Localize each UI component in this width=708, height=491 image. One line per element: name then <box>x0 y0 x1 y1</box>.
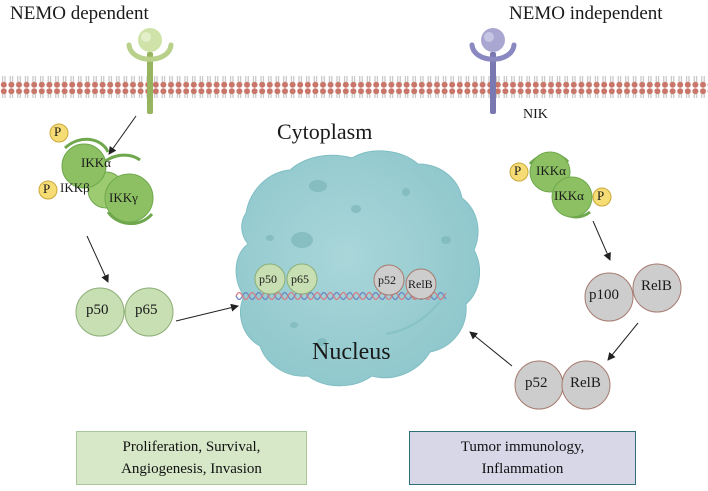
arrow-receptor-to-ikk <box>108 115 137 155</box>
outcome-right-line1: Tumor immunology, <box>460 439 585 455</box>
label-p65: p65 <box>135 302 158 318</box>
phospho-p-right-top: P <box>514 163 522 178</box>
label-nuclear-p65: p65 <box>291 272 309 286</box>
header-nemo-independent: NEMO independent <box>509 3 663 24</box>
dimer-p52-relb <box>514 360 611 410</box>
ikk-complex-right <box>509 151 612 219</box>
ikk-complex-left <box>38 123 154 225</box>
label-p50: p50 <box>86 302 109 318</box>
label-nuclear-p52: p52 <box>378 273 396 287</box>
label-relb-processed: RelB <box>570 375 601 391</box>
outcome-box-right: Tumor immunology, Inflammation <box>409 431 636 485</box>
label-p100: p100 <box>589 287 619 303</box>
nuclear-dimer-p52-relb <box>373 264 437 300</box>
outcome-left-line2: Angiogenesis, Invasion <box>121 461 262 477</box>
label-nik: NIK <box>523 107 548 122</box>
label-ikk-alpha-right-top: IKKα <box>536 163 566 178</box>
dimer-p100-relb <box>584 263 682 322</box>
label-nucleus: Nucleus <box>312 339 391 365</box>
label-p52: p52 <box>525 375 548 391</box>
label-nuclear-p50: p50 <box>259 272 277 286</box>
arrow-p52relb-to-nucleus <box>469 331 513 367</box>
arrow-ikk-to-p100 <box>592 220 611 261</box>
pathway-arrows <box>86 115 639 367</box>
green-receptor <box>126 28 174 114</box>
purple-receptor <box>469 28 517 114</box>
outcome-right-line2: Inflammation <box>481 461 564 477</box>
phospho-p-top-left: P <box>54 124 62 139</box>
plasma-membrane <box>0 76 708 98</box>
label-nuclear-relb: RelB <box>408 277 433 291</box>
outcome-box-left: Proliferation, Survival, Angiogenesis, I… <box>76 431 307 485</box>
arrow-p50p65-to-nucleus <box>175 303 239 322</box>
label-relb-precursor: RelB <box>641 278 672 294</box>
label-cytoplasm: Cytoplasm <box>277 119 373 144</box>
arrow-ikk-to-p50p65 <box>86 235 109 283</box>
outcome-left-line1: Proliferation, Survival, <box>122 439 261 455</box>
dimer-p50-p65 <box>75 287 174 337</box>
label-ikk-beta: IKKβ <box>60 180 90 195</box>
label-ikk-alpha-left: IKKα <box>81 155 111 170</box>
phospho-p-right-bottom: P <box>597 188 605 203</box>
nuclear-dimer-p50-p65 <box>254 263 318 295</box>
arrow-p100-to-p52 <box>607 322 639 361</box>
phospho-p-left: P <box>43 181 51 196</box>
nucleus-cell <box>235 150 481 387</box>
label-ikk-gamma: IKKγ <box>109 190 138 205</box>
label-ikk-alpha-right-bottom: IKKα <box>554 188 584 203</box>
header-nemo-dependent: NEMO dependent <box>10 3 149 24</box>
